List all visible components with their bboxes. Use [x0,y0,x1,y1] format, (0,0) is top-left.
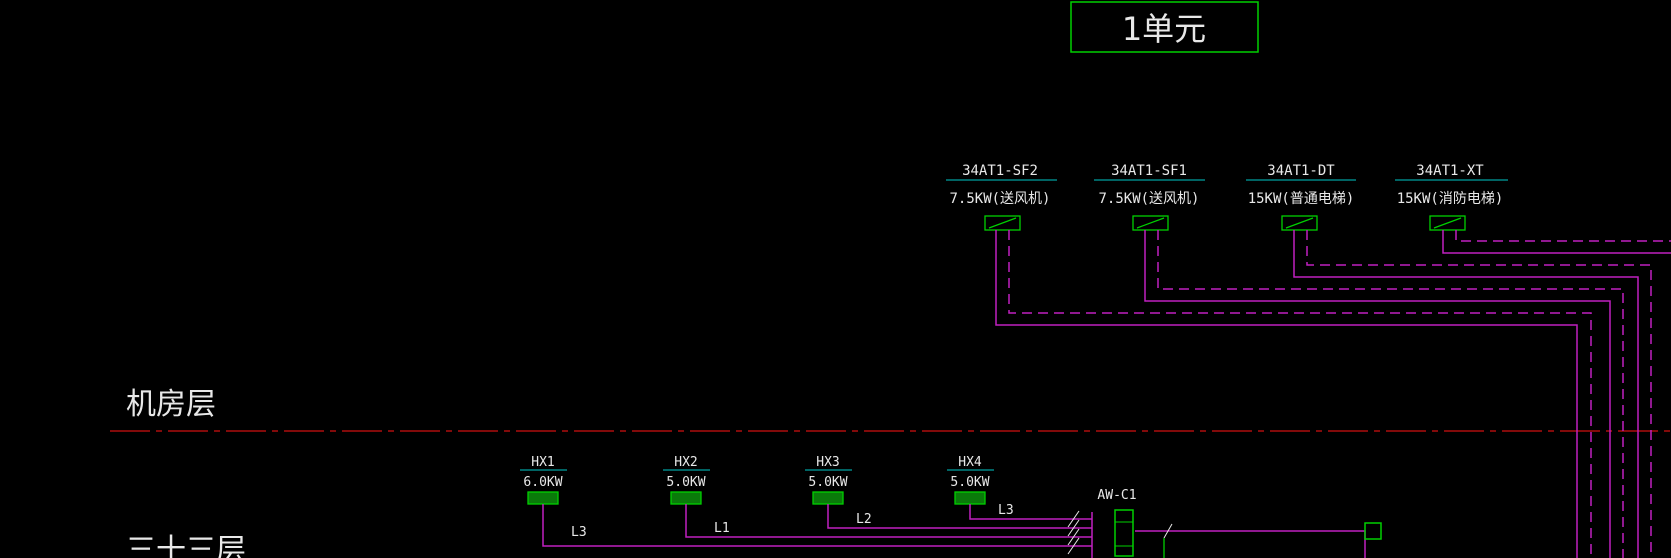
floor-load-id: HX1 [531,455,554,470]
breaker-slash [1285,217,1314,229]
top-load-id: 34AT1-SF1 [1111,163,1187,179]
floor-load-id: HX3 [816,455,839,470]
floor-load-power: 5.0KW [666,475,705,490]
load-box [670,491,702,505]
wire-dt-dashed [1306,230,1652,558]
wire-panel-out [1135,530,1366,558]
load-box [812,491,844,505]
wire-sf2-solid [995,230,1578,558]
floor-load-id: HX4 [958,455,982,470]
top-load-34at1-dt[interactable]: 34AT1-DT 15KW(普通电梯) [1246,163,1356,231]
wire-xt-dashed [1455,230,1671,242]
top-load-34at1-sf2[interactable]: 34AT1-SF2 7.5KW(送风机) [946,163,1057,231]
wire-sf2-dashed [1008,230,1592,558]
floor-load-power: 5.0KW [950,475,989,490]
breaker-symbol [984,215,1021,231]
title-text: 1单元 [1122,10,1206,48]
floor-label-33: 三十三层 [126,533,246,558]
wire-hx1 [542,504,1092,547]
wire-hx4 [969,504,1092,520]
breaker-symbol [1429,215,1466,231]
top-load-id: 34AT1-DT [1267,163,1335,179]
load-box [954,491,986,505]
switch-tick [1163,523,1173,539]
top-load-34at1-xt[interactable]: 34AT1-XT 15KW(消防电梯) [1395,163,1508,231]
load-box [527,491,559,505]
floor-load-hx4[interactable]: HX4 5.0KW [947,455,994,505]
top-load-34at1-sf1[interactable]: 34AT1-SF1 7.5KW(送风机) [1094,163,1205,231]
wire-hx3 [827,504,1092,529]
panel-label: AW-C1 [1097,488,1136,503]
floor-load-hx3[interactable]: HX3 5.0KW [805,455,852,505]
wire-sf1-dashed [1157,230,1624,558]
top-load-power: 7.5KW(送风机) [1098,191,1199,207]
top-load-power: 7.5KW(送风机) [949,191,1050,207]
floor-load-hx1[interactable]: HX1 6.0KW [520,455,567,505]
wire-dt-solid [1293,230,1639,558]
wire-hx2 [685,504,1092,538]
floor-load-power: 5.0KW [808,475,847,490]
breaker-symbol [1281,215,1318,231]
title-box[interactable] [1070,1,1259,53]
floor-load-hx2[interactable]: HX2 5.0KW [663,455,710,505]
breaker-slash [1136,217,1165,229]
top-load-wiring [995,230,1671,558]
phase-label-hx2: L1 [714,521,730,536]
top-load-id: 34AT1-XT [1416,163,1484,179]
floor-load-wiring [542,504,1366,558]
phase-label-hx4: L3 [998,503,1014,518]
phase-label-hx3: L2 [856,512,872,527]
bus-ticks [1067,510,1080,555]
junction-box[interactable] [1364,522,1382,540]
top-load-id: 34AT1-SF2 [962,163,1038,179]
breaker-slash [988,217,1017,229]
floor-label-machine-room: 机房层 [126,387,216,422]
top-load-power: 15KW(普通电梯) [1248,191,1355,207]
panel-box[interactable] [1114,509,1134,557]
breaker-slash [1433,217,1462,229]
wire-xt-solid [1442,230,1671,254]
floor-load-power: 6.0KW [523,475,562,490]
wire-sf1-solid [1144,230,1611,558]
phase-label-hx1: L3 [571,525,587,540]
top-load-power: 15KW(消防电梯) [1397,191,1504,207]
floor-load-id: HX2 [674,455,697,470]
breaker-symbol [1132,215,1169,231]
